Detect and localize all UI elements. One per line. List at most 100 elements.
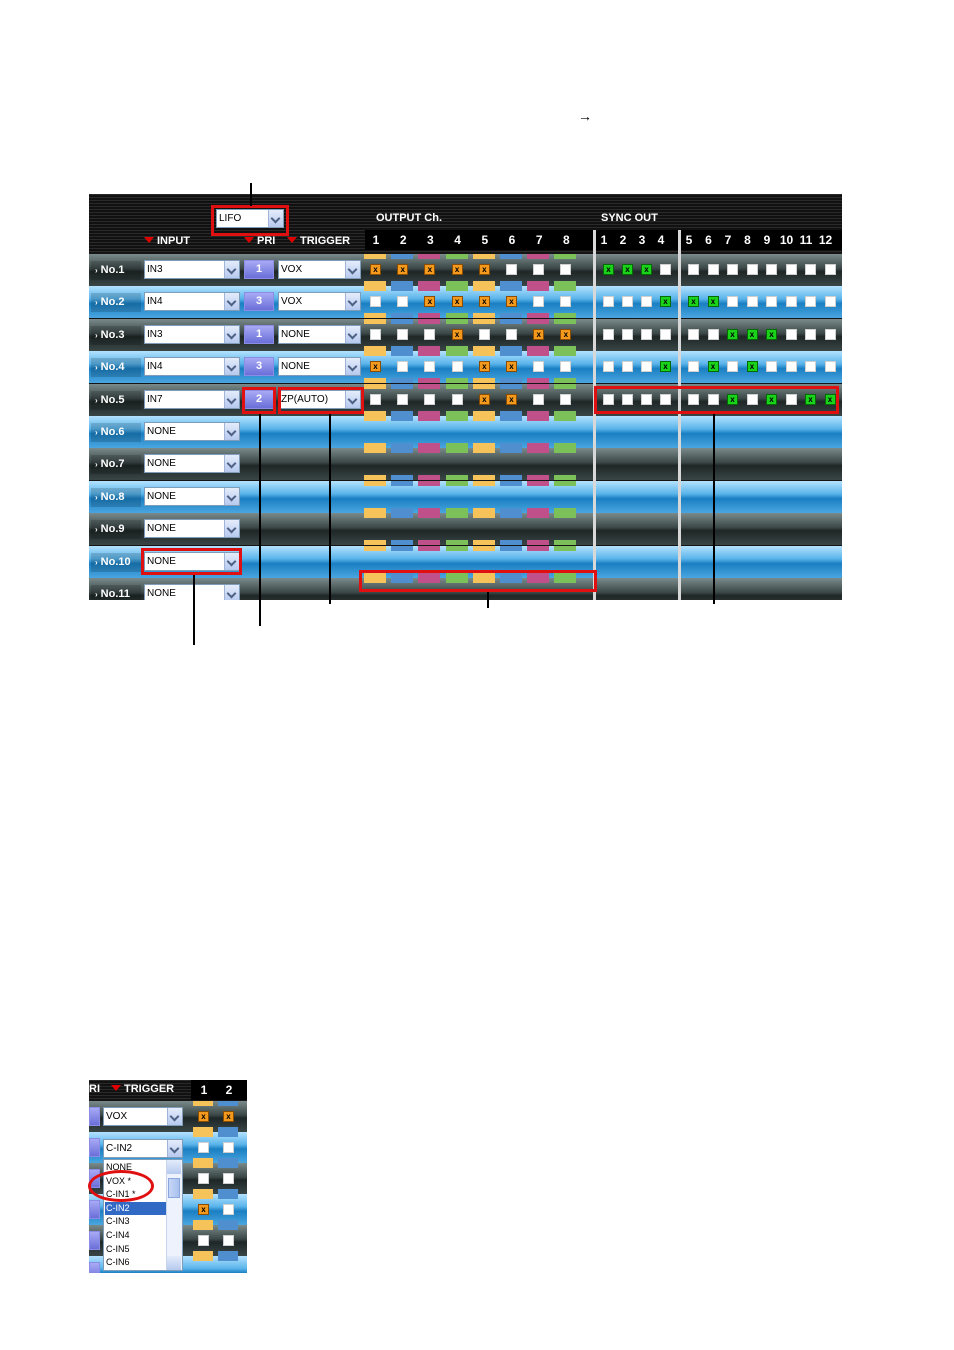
mini-trigger-select-1[interactable]: VOX xyxy=(103,1107,183,1126)
mini-trigger-select-2[interactable]: C-IN2 xyxy=(103,1139,183,1158)
sync-out-checkbox[interactable] xyxy=(660,264,671,275)
sync-out-checkbox[interactable]: x xyxy=(622,264,633,275)
output-assign-checkbox[interactable]: x xyxy=(478,393,490,405)
chevron-down-icon[interactable] xyxy=(224,423,239,440)
output-assign-checkbox[interactable]: x xyxy=(506,393,517,405)
scroll-down-icon[interactable] xyxy=(167,1256,181,1270)
output-assign-checkbox[interactable]: x xyxy=(506,296,517,308)
output-assign-checkbox[interactable]: x xyxy=(506,361,517,373)
sync-out-checkbox[interactable] xyxy=(660,328,671,340)
sync-out-checkbox[interactable] xyxy=(805,264,816,275)
output-assign-checkbox[interactable] xyxy=(370,296,381,308)
sync-out-checkbox[interactable]: x xyxy=(766,328,777,340)
input-select[interactable]: NONE xyxy=(144,454,240,474)
sync-out-checkbox[interactable] xyxy=(707,393,719,405)
row-label[interactable]: ›No.11 xyxy=(91,585,141,600)
output-assign-checkbox[interactable] xyxy=(560,393,572,405)
output-assign-checkbox[interactable]: x xyxy=(223,1111,234,1122)
output-assign-checkbox[interactable] xyxy=(424,361,436,373)
output-assign-checkbox[interactable]: x xyxy=(451,296,463,308)
input-select[interactable]: IN4 xyxy=(144,292,240,312)
input-select[interactable]: NONE xyxy=(144,584,240,600)
input-select[interactable]: IN7 xyxy=(144,389,240,409)
sync-out-checkbox[interactable] xyxy=(766,296,777,308)
row-label[interactable]: ›No.8 xyxy=(91,487,141,507)
input-sort-header[interactable]: INPUT xyxy=(144,235,190,247)
sync-out-checkbox[interactable] xyxy=(805,328,816,340)
chevron-down-icon[interactable] xyxy=(167,1140,182,1157)
sync-out-checkbox[interactable] xyxy=(641,296,652,308)
input-select[interactable]: NONE xyxy=(144,551,240,571)
sync-out-checkbox[interactable]: x xyxy=(707,296,719,308)
dropdown-option[interactable]: NONE xyxy=(106,1162,133,1172)
trigger-select[interactable]: NONE xyxy=(278,324,361,344)
output-assign-checkbox[interactable] xyxy=(198,1142,209,1153)
sync-out-checkbox[interactable]: x xyxy=(660,296,671,308)
dropdown-option[interactable]: C-IN6 xyxy=(106,1257,130,1268)
priority-button[interactable]: 1 xyxy=(244,324,274,344)
sync-out-checkbox[interactable] xyxy=(641,328,652,340)
output-assign-checkbox[interactable] xyxy=(478,328,490,340)
output-assign-checkbox[interactable]: x xyxy=(424,264,436,275)
output-assign-checkbox[interactable]: x xyxy=(198,1111,209,1122)
output-assign-checkbox[interactable] xyxy=(370,328,381,340)
output-assign-checkbox[interactable] xyxy=(560,296,572,308)
input-select[interactable]: NONE xyxy=(144,519,240,539)
sync-out-checkbox[interactable] xyxy=(688,264,699,275)
sync-out-checkbox[interactable] xyxy=(746,296,758,308)
chevron-down-icon[interactable] xyxy=(224,390,239,408)
sync-out-checkbox[interactable] xyxy=(688,361,699,373)
sync-out-checkbox[interactable] xyxy=(641,393,652,405)
dropdown-option[interactable]: C-IN3 xyxy=(106,1216,130,1227)
sync-out-checkbox[interactable] xyxy=(785,328,797,340)
chevron-down-icon[interactable] xyxy=(345,325,360,343)
chevron-down-icon[interactable] xyxy=(345,390,360,408)
chevron-down-icon[interactable] xyxy=(224,293,239,311)
sync-out-checkbox[interactable] xyxy=(727,361,738,373)
sync-out-checkbox[interactable]: x xyxy=(707,361,719,373)
sync-out-checkbox[interactable] xyxy=(660,393,671,405)
row-label[interactable]: ›No.6 xyxy=(91,423,141,442)
output-assign-checkbox[interactable]: x xyxy=(560,328,572,340)
output-assign-checkbox[interactable]: x xyxy=(424,296,436,308)
priority-button[interactable]: 3 xyxy=(244,357,274,377)
pri-sort-header[interactable]: PRI xyxy=(244,235,275,247)
sync-out-checkbox[interactable] xyxy=(707,328,719,340)
output-assign-checkbox[interactable] xyxy=(198,1235,209,1246)
priority-button[interactable] xyxy=(89,1231,100,1250)
output-assign-checkbox[interactable]: x xyxy=(478,296,490,308)
sync-out-checkbox[interactable] xyxy=(603,328,614,340)
trigger-sort-header[interactable]: TRIGGER xyxy=(287,235,350,247)
scroll-up-icon[interactable] xyxy=(167,1160,181,1174)
sync-out-checkbox[interactable]: x xyxy=(746,328,758,340)
row-label[interactable]: ›No.3 xyxy=(91,325,141,345)
sync-out-checkbox[interactable] xyxy=(622,296,633,308)
sync-out-checkbox[interactable] xyxy=(766,361,777,373)
sync-out-checkbox[interactable] xyxy=(746,264,758,275)
priority-button[interactable] xyxy=(89,1138,100,1157)
output-assign-checkbox[interactable] xyxy=(451,393,463,405)
row-label[interactable]: ›No.7 xyxy=(91,455,141,475)
trigger-select[interactable]: NONE xyxy=(278,357,361,377)
mode-select[interactable]: LIFO xyxy=(216,209,284,228)
trigger-select[interactable]: VOX xyxy=(278,292,361,312)
chevron-down-icon[interactable] xyxy=(268,210,283,227)
sync-out-checkbox[interactable] xyxy=(622,328,633,340)
row-label[interactable]: ›No.4 xyxy=(91,358,141,378)
chevron-down-icon[interactable] xyxy=(224,520,239,538)
row-label[interactable]: ›No.10 xyxy=(91,552,141,572)
output-assign-checkbox[interactable] xyxy=(560,361,572,373)
output-assign-checkbox[interactable] xyxy=(533,393,545,405)
row-label[interactable]: ›No.2 xyxy=(91,293,141,313)
output-assign-checkbox[interactable] xyxy=(424,393,436,405)
input-select[interactable]: NONE xyxy=(144,422,240,441)
sync-out-checkbox[interactable] xyxy=(766,264,777,275)
output-assign-checkbox[interactable] xyxy=(223,1204,234,1215)
sync-out-checkbox[interactable] xyxy=(622,361,633,373)
sync-out-checkbox[interactable]: x xyxy=(660,361,671,373)
priority-button[interactable]: 1 xyxy=(244,260,274,279)
sync-out-checkbox[interactable]: x xyxy=(727,393,738,405)
sync-out-checkbox[interactable]: x xyxy=(727,328,738,340)
chevron-down-icon[interactable] xyxy=(224,261,239,278)
